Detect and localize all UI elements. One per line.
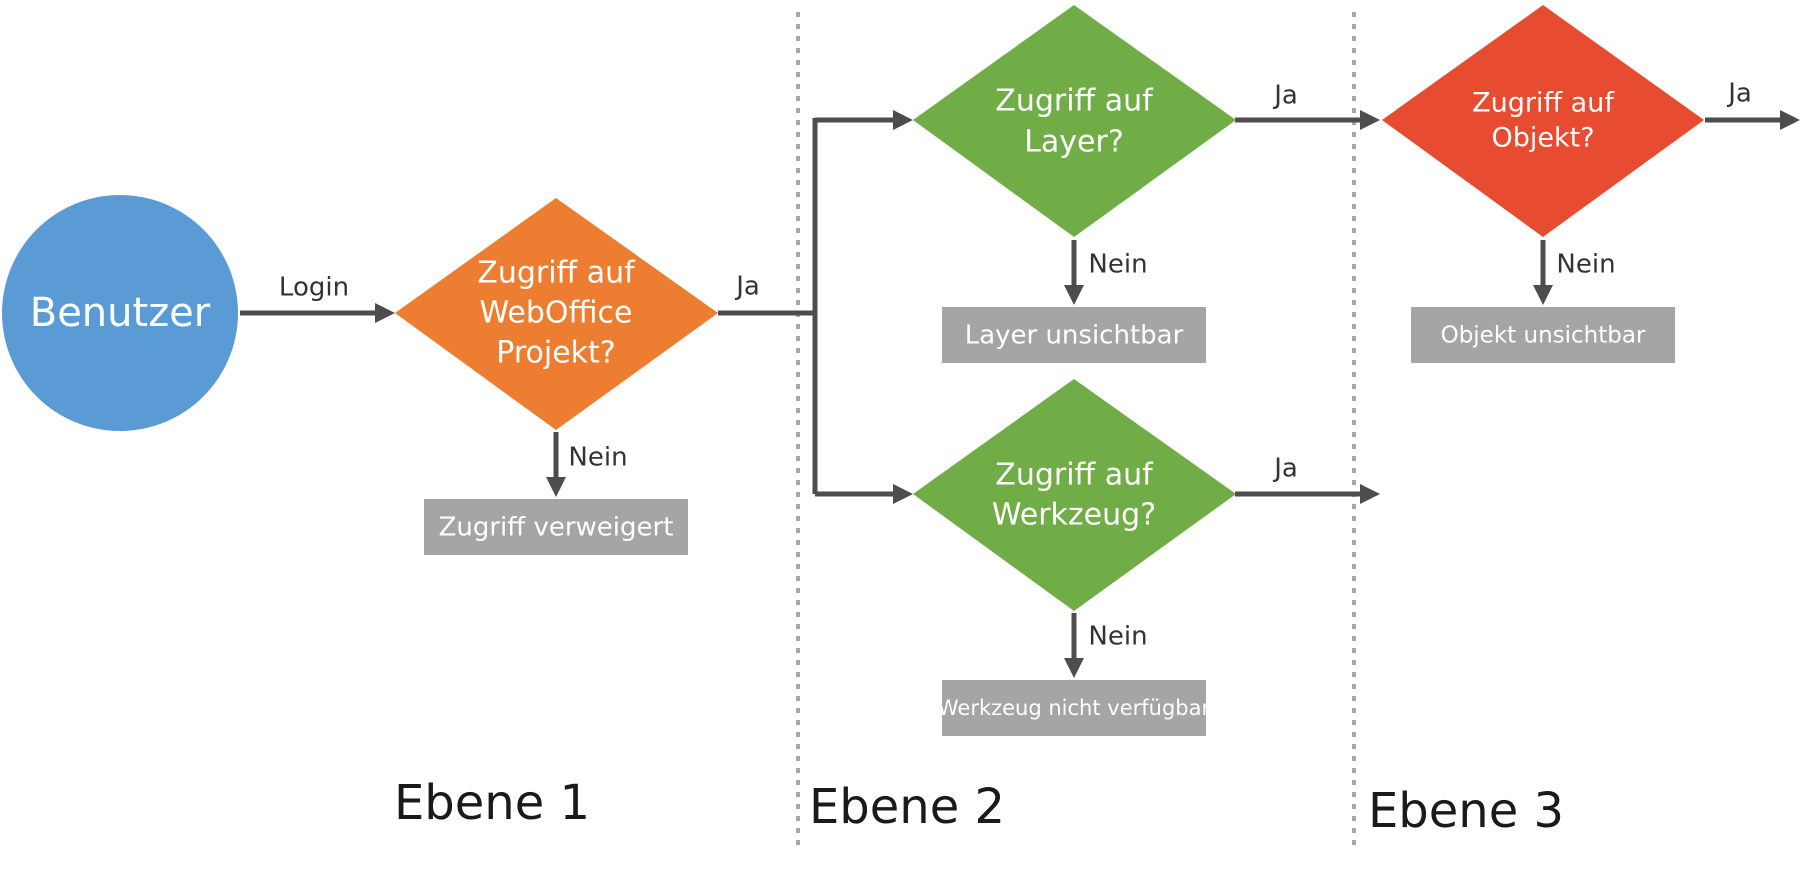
tool-access-decision xyxy=(913,379,1236,611)
project-decision-line-1: Zugriff auf xyxy=(477,256,636,291)
level-label-1: Ebene 1 xyxy=(394,775,590,831)
layer-invisible-box xyxy=(942,307,1206,363)
object-invisible-box xyxy=(1411,307,1675,363)
tool-decision-line-1: Zugriff auf xyxy=(995,458,1154,493)
layer-decision-line-1: Zugriff auf xyxy=(995,84,1154,119)
edge-label-layer-no: Nein xyxy=(1088,250,1147,280)
access-denied-label: Zugriff verweigert xyxy=(439,513,674,543)
level-label-2: Ebene 2 xyxy=(809,779,1005,835)
tool-unavailable-box xyxy=(942,680,1206,736)
edge-label-project-no: Nein xyxy=(568,443,627,473)
layer-access-decision xyxy=(913,5,1236,237)
tool-unavailable-label: Werkzeug nicht verfügbar xyxy=(938,696,1211,720)
user-node xyxy=(2,195,238,431)
project-access-decision xyxy=(395,198,718,430)
edge-label-layer-yes: Ja xyxy=(1272,81,1298,111)
edge-label-object-no: Nein xyxy=(1556,250,1615,280)
edge-label-login: Login xyxy=(279,273,349,303)
object-decision-line-2: Objekt? xyxy=(1491,123,1594,154)
tool-decision-line-2: Werkzeug? xyxy=(992,498,1156,533)
project-decision-line-3: Projekt? xyxy=(496,336,615,371)
access-denied-box xyxy=(424,499,688,555)
project-decision-line-2: WebOffice xyxy=(480,296,633,331)
layer-invisible-label: Layer unsichtbar xyxy=(965,321,1184,351)
object-access-decision xyxy=(1382,5,1704,237)
edge-label-tool-no: Nein xyxy=(1088,622,1147,652)
layer-decision-line-2: Layer? xyxy=(1024,125,1124,160)
object-decision-line-1: Zugriff auf xyxy=(1472,88,1615,119)
object-invisible-label: Objekt unsichtbar xyxy=(1441,323,1646,349)
edge-label-tool-yes: Ja xyxy=(1272,454,1298,484)
user-node-label: Benutzer xyxy=(30,290,211,336)
edge-label-project-yes: Ja xyxy=(734,272,760,302)
level-label-3: Ebene 3 xyxy=(1368,783,1564,839)
edge-label-object-yes: Ja xyxy=(1726,79,1752,109)
